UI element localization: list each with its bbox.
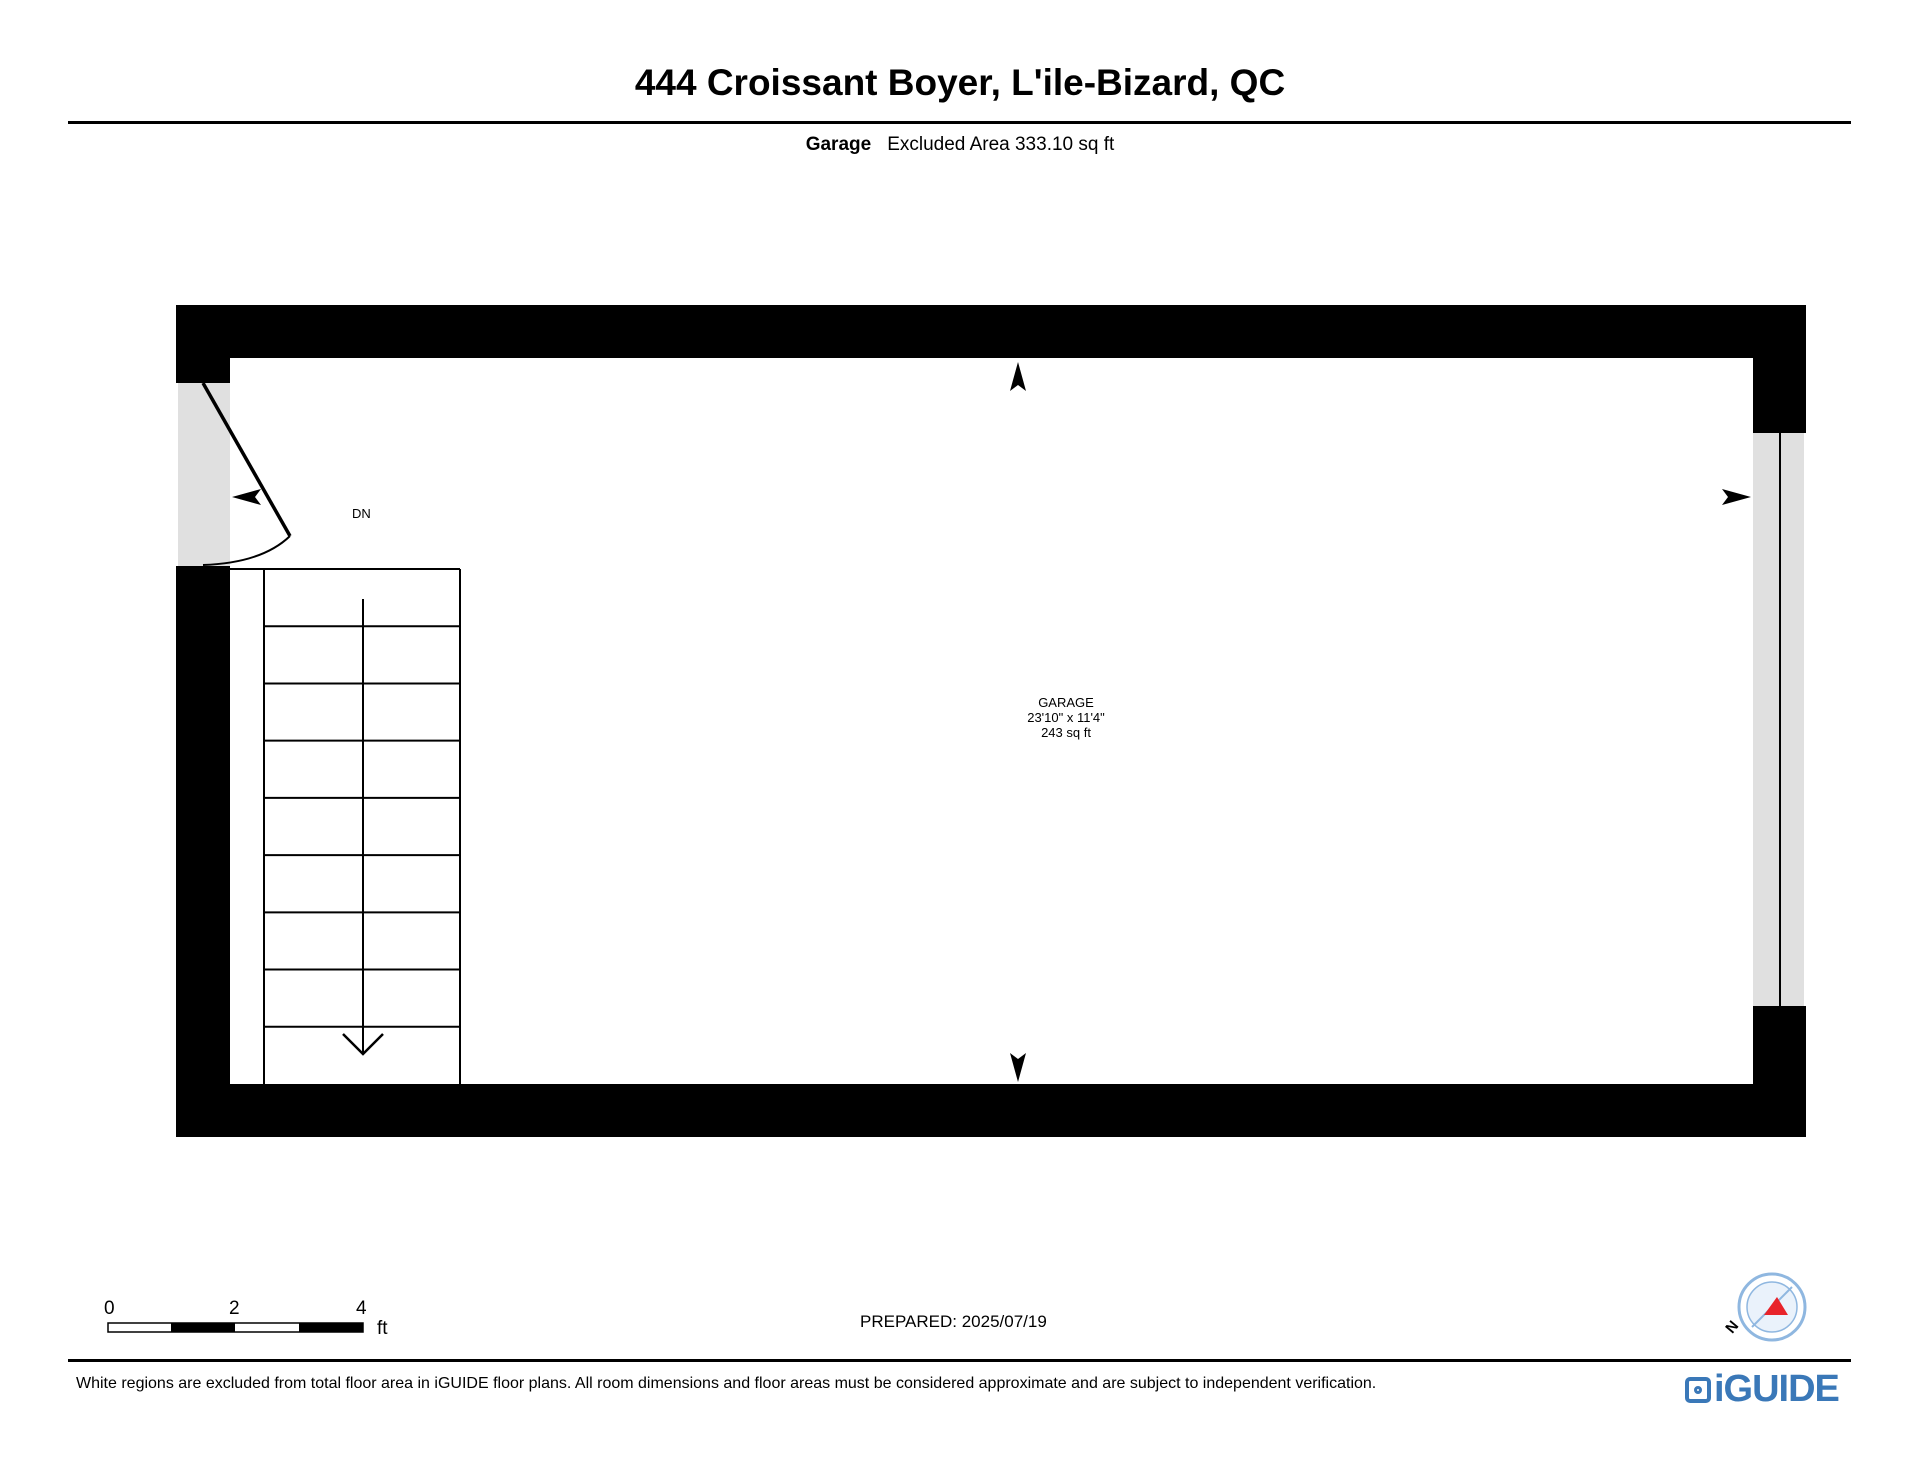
compass-icon: N: [1722, 1272, 1807, 1342]
footer-divider: [68, 1359, 1851, 1362]
scale-bar-segment: [299, 1323, 363, 1332]
room-name: GARAGE: [1038, 695, 1094, 710]
garage-door: [1753, 433, 1804, 1006]
disclaimer: White regions are excluded from total fl…: [76, 1375, 1377, 1392]
staircase: [230, 568, 461, 1084]
compass-pointer: [1764, 1297, 1788, 1315]
level-name: Garage: [805, 134, 872, 155]
stair-direction-arrowhead: [342, 1033, 384, 1056]
brand-name: iGUIDE: [1714, 1368, 1840, 1410]
scale-tick-0: 0: [104, 1298, 115, 1319]
door-opening: [178, 383, 230, 566]
marker-top: [1010, 362, 1026, 391]
page-title: 444 Croissant Boyer, L'ile-Bizard, QC: [634, 62, 1286, 103]
door-swing-arc: [202, 535, 291, 566]
scale-tick-4: 4: [356, 1298, 367, 1319]
level-area: Excluded Area 333.10 sq ft: [887, 134, 1115, 155]
garage-door-opening: [1753, 433, 1804, 1006]
dimension-markers: [232, 362, 1751, 1082]
brand-logo: iGUIDE: [1685, 1368, 1840, 1411]
scale-tick-2: 2: [229, 1298, 240, 1319]
wall-bottom: [176, 1084, 1806, 1137]
wall-right-lower: [1753, 1006, 1806, 1137]
scale-unit: ft: [377, 1318, 388, 1339]
scale-bar-segment: [171, 1323, 235, 1332]
room-dimensions: 23'10" x 11'4": [1027, 710, 1105, 725]
room-label: GARAGE 23'10" x 11'4" 243 sq ft: [1027, 695, 1105, 740]
marker-right: [1722, 489, 1751, 505]
wall-left-upper: [176, 305, 230, 383]
walls: [176, 305, 1806, 1137]
wall-left-lower: [176, 566, 230, 1137]
marker-left: [232, 489, 261, 505]
stair-area: [230, 570, 460, 1084]
stair-label: DN: [352, 506, 371, 521]
level-summary: Garage Excluded Area 333.10 sq ft: [0, 134, 1920, 156]
marker-bottom: [1010, 1053, 1026, 1082]
wall-right-upper: [1753, 305, 1806, 433]
left-door: [178, 382, 292, 566]
scale-bar: 0 2 4 ft: [104, 1298, 388, 1339]
prepared-date: PREPARED: 2025/07/19: [860, 1312, 1047, 1331]
brand-icon: [1685, 1376, 1711, 1403]
title-divider: [68, 121, 1851, 124]
door-leaf: [201, 382, 292, 537]
wall-top: [176, 305, 1806, 358]
room-area: 243 sq ft: [1041, 725, 1091, 740]
compass-north-label: N: [1722, 1318, 1742, 1337]
